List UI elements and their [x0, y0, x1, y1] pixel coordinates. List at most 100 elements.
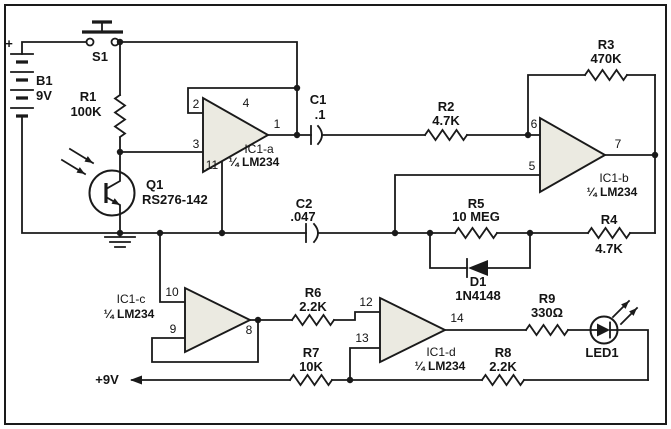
battery-value-label: 9V: [36, 88, 52, 103]
q1-emitter-arrowhead: [111, 198, 120, 205]
battery-long-plates: [10, 53, 34, 109]
led1-label: LED1: [585, 345, 618, 360]
ic1d-pin13-wire: [349, 347, 381, 381]
ic1c-pin10-wire: [159, 232, 186, 303]
d1-branch-wire: [429, 232, 531, 269]
ic1c-pin9-label: 9: [170, 322, 177, 336]
ic1b-pin5-label: 5: [529, 159, 536, 173]
q1-value-label: RS276-142: [142, 192, 208, 207]
r1-value-label: 100K: [70, 104, 102, 119]
junction-dot: [116, 38, 124, 46]
junction-dot: [218, 229, 226, 237]
junction-dot: [651, 151, 659, 159]
c2-ref-label: C2: [296, 196, 313, 211]
r3-ref-label: R3: [598, 37, 615, 52]
phototransistor-q1-symbol: [60, 147, 136, 217]
r5-ref-label: R5: [468, 196, 485, 211]
resistor-r3-symbol: [583, 68, 629, 82]
resistor-r1-symbol: [113, 93, 127, 139]
r7-ref-label: R7: [303, 345, 320, 360]
switch-contact-left: [85, 37, 95, 47]
ic1a-feedback-wire: [187, 87, 298, 114]
ic1c-pin10-label: 10: [165, 285, 179, 299]
r9-value-label: 330Ω: [531, 305, 563, 320]
light-arrowhead-2: [84, 156, 93, 163]
capacitor-c1-symbol: [310, 124, 323, 146]
battery-b1-symbol: [10, 53, 34, 118]
r4-ref-label: R4: [601, 212, 618, 227]
ic1c-sub-label: ¼ LM234: [104, 307, 155, 321]
capacitor-c2-symbol: [305, 222, 319, 244]
ic1d-ref-label: IC1-d: [426, 345, 455, 359]
switch-s1-symbol: [82, 20, 123, 47]
plus9v-rail-label: +9V: [95, 372, 119, 387]
resistor-r4-symbol: [586, 226, 632, 240]
c1-plate-curved: [316, 124, 323, 146]
ic1b-pin6-label: 6: [531, 117, 538, 131]
opamp-ic1d-triangle: [379, 296, 448, 364]
led-triangle: [597, 323, 610, 337]
ic1b-pin5-wire: [394, 174, 541, 234]
junction-dot: [254, 316, 262, 324]
battery-ref-label: B1: [36, 73, 53, 88]
ic1d-pin14-label: 14: [450, 311, 464, 325]
junction-dot: [346, 376, 354, 384]
junction-dot: [293, 84, 301, 92]
r3-feedback-wire: [527, 74, 656, 136]
r9-ref-label: R9: [539, 291, 556, 306]
junction-dot: [293, 131, 301, 139]
led-return-wire: [616, 329, 649, 381]
resistor-symbols: [113, 68, 632, 387]
led-emission-arrowhead-1: [621, 301, 629, 309]
ic1a-sub-label: ¼ LM234: [229, 155, 280, 169]
battery-short-plates: [16, 60, 28, 118]
junction-dots: [116, 38, 659, 384]
resistor-r8-symbol: [480, 373, 526, 387]
ic1a-pin11-label: 11: [206, 158, 219, 172]
opamp-ic1a-triangle: [202, 96, 270, 174]
ic1a-ref-label: IC1-a: [244, 142, 274, 156]
d1-triangle: [468, 260, 488, 276]
junction-dot: [116, 229, 124, 237]
resistor-r7-symbol: [288, 373, 334, 387]
r2-ref-label: R2: [438, 99, 455, 114]
opamp-ic1c-triangle: [184, 286, 253, 354]
switch-output-wire: [118, 41, 298, 136]
c1-ref-label: C1: [310, 92, 327, 107]
junction-dot: [116, 148, 124, 156]
r6-ref-label: R6: [305, 285, 322, 300]
junction-dot: [526, 229, 534, 237]
switch-s1-label: S1: [92, 49, 108, 64]
junction-dot: [391, 229, 399, 237]
r1-ref-label: R1: [80, 89, 97, 104]
r3-value-label: 470K: [590, 51, 622, 66]
c2-value-label: .047: [290, 209, 315, 224]
r4-value-label: 4.7K: [595, 241, 623, 256]
led1-symbol: [589, 299, 639, 345]
junction-dot: [524, 131, 532, 139]
resistor-r9-symbol: [524, 323, 570, 337]
resistor-r6-symbol: [290, 313, 336, 327]
led-emission-arrowhead-2: [629, 308, 637, 316]
light-arrowhead-1: [76, 167, 85, 174]
r2-value-label: 4.7K: [432, 113, 460, 128]
plus9v-arrowhead: [130, 375, 142, 385]
ic1c-feedback-wire: [151, 319, 259, 363]
ic1a-pin4-label: 4: [243, 96, 250, 110]
ic1b-ref-label: IC1-b: [599, 171, 629, 185]
c1-value-label: .1: [315, 107, 326, 122]
c2-plate-curved: [312, 222, 319, 244]
ic1d-sub-label: ¼ LM234: [415, 359, 466, 373]
ic1a-pin3-label: 3: [193, 137, 200, 151]
ic1d-pin13-label: 13: [355, 331, 369, 345]
ic1a-pin2-label: 2: [193, 97, 200, 111]
q1-collector-wire: [104, 151, 121, 191]
battery-positive-wire: [21, 41, 87, 55]
r8-value-label: 2.2K: [489, 359, 517, 374]
battery-plus-sign: +: [5, 36, 13, 51]
ic1c-ref-label: IC1-c: [117, 292, 146, 306]
q1-ref-label: Q1: [146, 177, 163, 192]
d1-ref-label: D1: [470, 274, 487, 289]
